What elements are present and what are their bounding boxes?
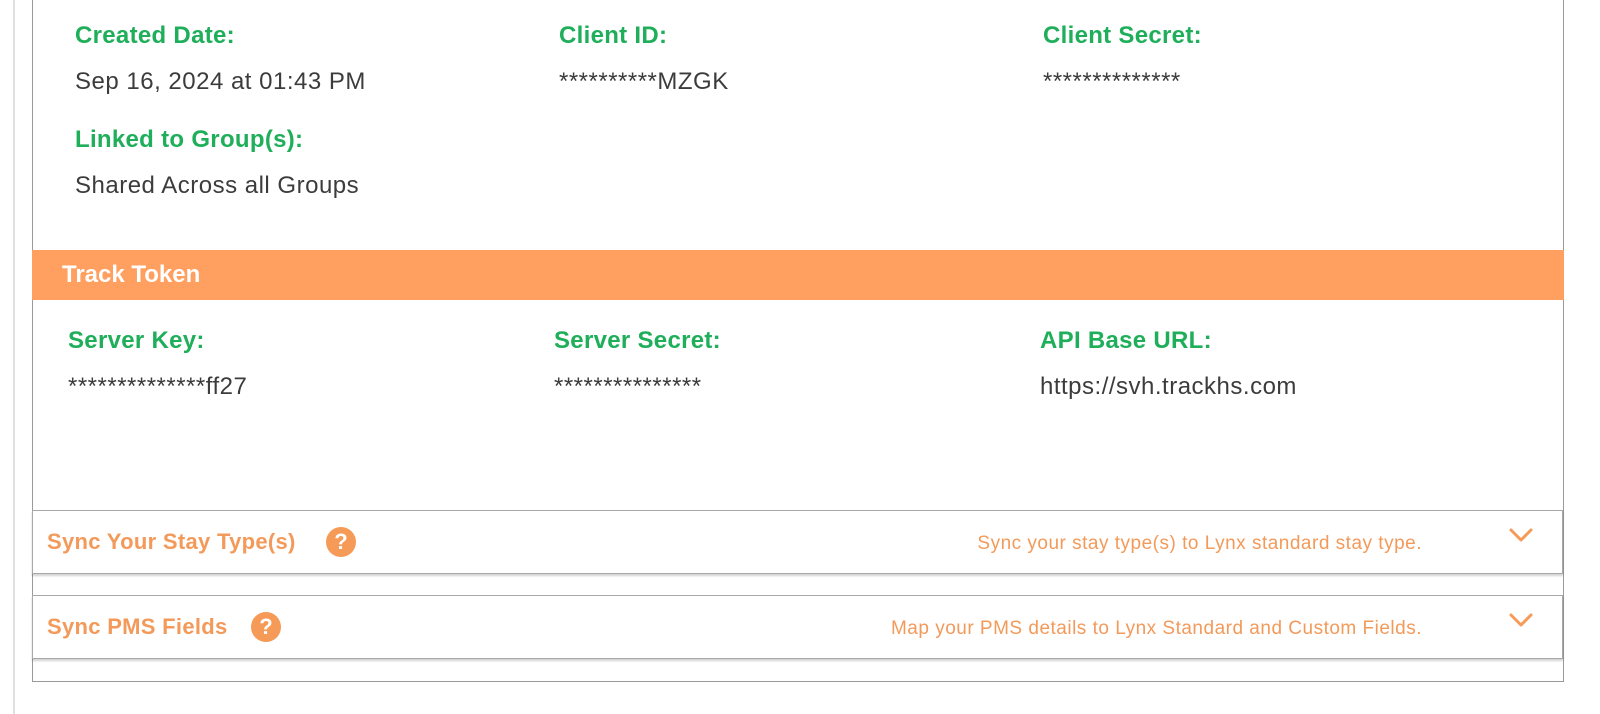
api-base-url-value: https://svh.trackhs.com <box>1040 373 1297 400</box>
client-secret-value: ************** <box>1043 68 1181 95</box>
linked-groups-value: Shared Across all Groups <box>75 172 360 199</box>
client-id-value: **********MZGK <box>559 68 729 95</box>
server-secret-value: *************** <box>554 373 702 400</box>
sync-stay-types-title: Sync Your Stay Type(s) <box>47 529 296 554</box>
sync-stay-types-description: Sync your stay type(s) to Lynx standard … <box>977 533 1422 554</box>
sync-stay-types-accordion[interactable]: Sync Your Stay Type(s) ? Sync your stay … <box>32 510 1563 574</box>
client-id-label: Client ID: <box>559 22 668 49</box>
track-token-header: Track Token <box>32 250 1564 300</box>
server-key-label: Server Key: <box>68 327 205 354</box>
api-base-url-label: API Base URL: <box>1040 327 1212 354</box>
server-key-value: **************ff27 <box>68 373 248 400</box>
chevron-down-icon[interactable] <box>1509 527 1533 543</box>
track-token-title: Track Token <box>62 261 201 288</box>
created-date-label: Created Date: <box>75 22 235 49</box>
chevron-down-icon[interactable] <box>1509 612 1533 628</box>
left-divider <box>13 0 15 714</box>
server-secret-label: Server Secret: <box>554 327 721 354</box>
sync-pms-fields-accordion[interactable]: Sync PMS Fields ? Map your PMS details t… <box>32 595 1563 659</box>
sync-pms-fields-description: Map your PMS details to Lynx Standard an… <box>890 618 1422 639</box>
integration-details-panel <box>32 0 1564 682</box>
help-circle-icon[interactable]: ? <box>251 612 281 642</box>
created-date-value: Sep 16, 2024 at 01:43 PM <box>75 68 366 95</box>
sync-pms-fields-title: Sync PMS Fields <box>47 614 228 639</box>
help-circle-icon[interactable]: ? <box>326 527 356 557</box>
client-secret-label: Client Secret: <box>1043 22 1202 49</box>
linked-groups-label: Linked to Group(s): <box>75 126 304 153</box>
